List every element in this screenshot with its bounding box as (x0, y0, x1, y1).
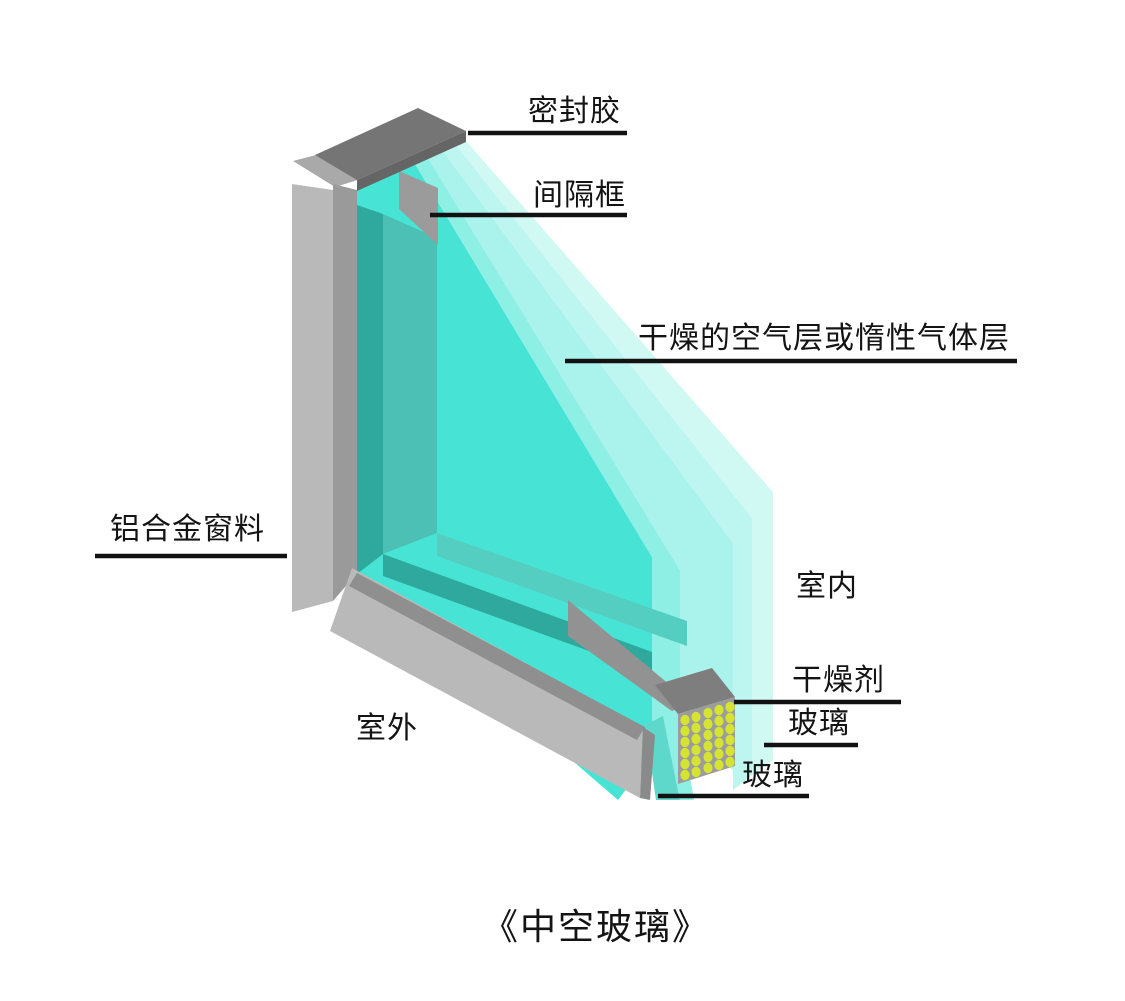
leader-lines (95, 130, 1017, 799)
desiccant-top-face (655, 668, 735, 714)
label-aluminum-frame: 铝合金窗料 (110, 512, 265, 547)
sealant-edge-strip (357, 131, 466, 191)
frame-bottom-end-face (640, 727, 655, 800)
glass-bottom-bevel (437, 533, 687, 646)
glass-left-edge (357, 205, 383, 574)
glass-cut-band-3 (443, 145, 752, 790)
label-air-layer: 干燥的空气层或惰性气体层 (638, 321, 1010, 356)
glass-cut-band-4 (456, 141, 773, 775)
frame-left-front-face (292, 184, 333, 612)
diagram-title: 《中空玻璃》 (482, 907, 711, 948)
glass-left-bevel (383, 214, 437, 554)
spacer-bottom-bar (568, 600, 676, 714)
aluminum-frame (292, 155, 655, 800)
spacer-top-wedge (399, 171, 438, 245)
sealant-cap (315, 108, 466, 191)
frame-bottom-front-face (330, 568, 643, 798)
frame-bottom-inner-strip (349, 573, 645, 740)
desiccant-block (655, 668, 735, 784)
spacer-frame (399, 171, 676, 714)
label-outdoor: 室外 (356, 711, 418, 746)
frame-left-top-face (293, 155, 358, 187)
frame-left-inner-face (333, 184, 357, 601)
label-indoor: 室内 (796, 569, 858, 604)
label-sealant: 密封胶 (528, 94, 621, 129)
label-desiccant: 干燥剂 (792, 663, 885, 698)
label-glass-inner: 玻璃 (788, 706, 850, 741)
label-spacer: 间隔框 (533, 178, 626, 213)
desiccant-dots (680, 701, 735, 781)
sealant-top-face (315, 108, 466, 180)
label-glass-outer: 玻璃 (742, 758, 804, 793)
